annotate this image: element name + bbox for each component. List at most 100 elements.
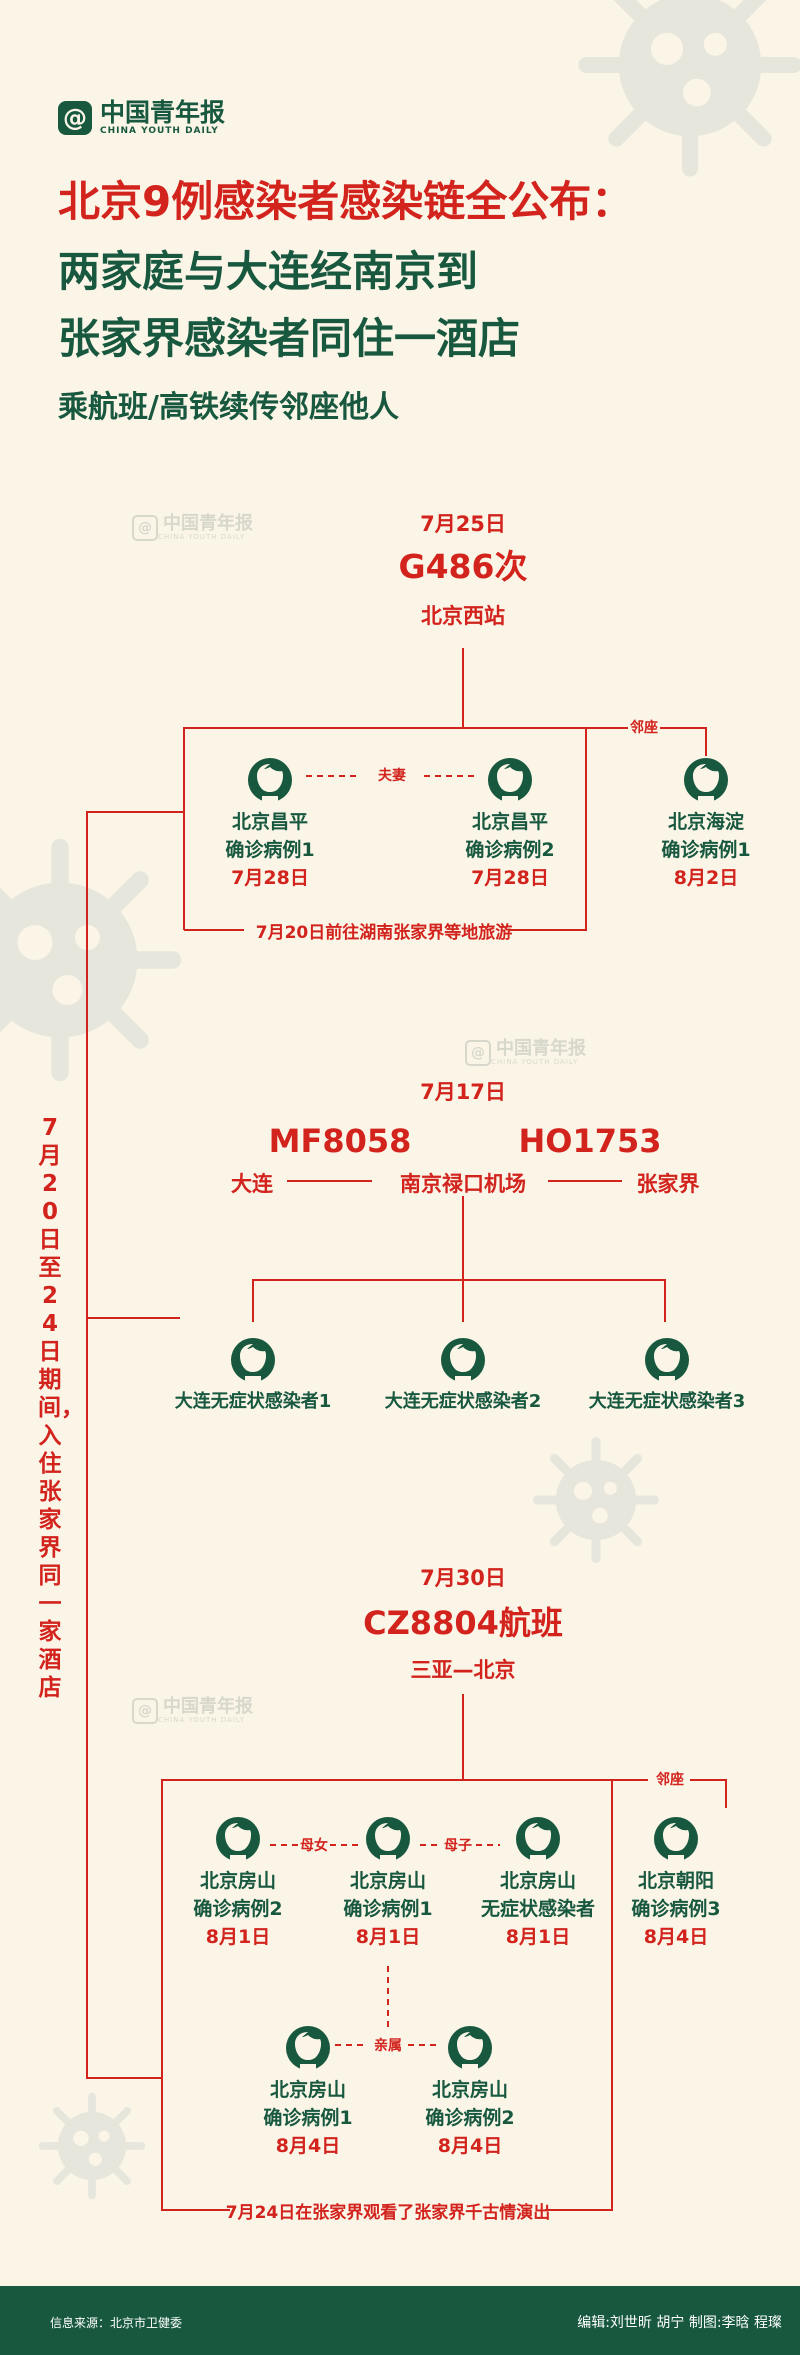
person-icon [645,1338,689,1388]
person-icon [654,1817,698,1867]
person-label-line2: 无症状感染者 [480,1898,595,1920]
person-icon [216,1817,260,1867]
person-label-line1: 北京昌平 [231,811,308,833]
watermark-en: CHINA YOUTH DAILY [158,533,246,541]
group3-date: 7月30日 [420,1566,506,1590]
group3-route: 三亚—北京 [410,1658,516,1682]
person-icon [286,2026,330,2076]
group2-hub: 南京禄口机场 [400,1172,526,1196]
person-label-line1: 北京房山 [499,1870,576,1892]
person-icon [488,758,532,808]
footer-source: 信息来源：北京市卫健委 [50,2316,183,2330]
group3-seat-label: 邻座 [656,1772,684,1788]
person-fangshan-relative-1: 北京房山 确诊病例1 8月4日 [222,2024,394,2160]
group3-trip: CZ8804航班 [363,1604,563,1642]
group2-flight2: HO1753 [518,1122,662,1160]
group3-mother-daughter: 母女 [300,1838,328,1854]
person-label-line2: 确诊病例2 [465,839,555,861]
group3-note: 7月24日在张家界观看了张家界千古情演出 [225,2203,551,2223]
person-label-line2: 确诊病例2 [193,1898,283,1920]
person-date: 8月1日 [505,1926,571,1948]
person-icon [684,758,728,808]
person-label-line1: 北京朝阳 [637,1870,714,1892]
person-date: 7月28日 [471,867,549,889]
group1-station: 北京西站 [421,604,505,628]
watermark-name: 中国青年报 [496,1038,586,1059]
group3-mother-son: 母子 [444,1838,472,1854]
person-changping-2: 北京昌平 确诊病例2 7月28日 [424,756,596,892]
person-icon [248,758,292,808]
person-dalian-1: 大连无症状感染者1 [160,1336,346,1416]
person-icon [441,1338,485,1388]
person-label-line1: 北京昌平 [471,811,548,833]
group1-date: 7月25日 [420,512,506,536]
title-line4: 乘航班/高铁续传邻座他人 [58,390,399,425]
person-fangshan-asymptomatic: 北京房山 无症状感染者 8月1日 [452,1815,624,1951]
person-dalian-3: 大连无症状感染者3 [574,1336,760,1416]
person-label-line2: 确诊病例3 [631,1898,721,1920]
watermark-name: 中国青年报 [163,513,253,534]
person-date: 8月1日 [355,1926,421,1948]
connector-lines [86,648,727,2211]
person-changping-1: 北京昌平 确诊病例1 7月28日 [184,756,356,892]
side-note-hotel: 7月20日至24日期间，入住张家界同一家酒店 [30,1108,84,1708]
person-icon [231,1338,275,1388]
person-date: 7月28日 [231,867,309,889]
person-haidian-1: 北京海淀 确诊病例1 8月2日 [620,756,792,892]
footer-credits: 编辑:刘世昕 胡宁 制图:李晗 程璨 [577,2315,782,2331]
person-date: 8月4日 [437,2135,503,2157]
person-date: 8月1日 [205,1926,271,1948]
person-label-line2: 确诊病例1 [263,2107,353,2129]
group2-flight1: MF8058 [268,1122,412,1160]
group1-seat-label: 邻座 [630,720,658,736]
person-date: 8月4日 [643,1926,709,1948]
person-label: 大连无症状感染者2 [384,1391,542,1412]
person-date: 8月2日 [673,867,739,889]
group1-note: 7月20日前往湖南张家界等地旅游 [255,923,513,943]
title-line3: 张家界感染者同住一酒店 [58,314,521,363]
brand-en: CHINA YOUTH DAILY [100,126,219,136]
watermark-icon: @ [465,1040,491,1066]
side-note-text: 7月20日至24日期间，入住张家界同一家酒店 [38,1115,84,1701]
person-label-line1: 北京海淀 [667,811,744,833]
person-icon [448,2026,492,2076]
watermark-en: CHINA YOUTH DAILY [491,1058,579,1066]
person-label: 大连无症状感染者3 [588,1391,746,1412]
group3-relatives: 亲属 [374,2038,402,2054]
person-label: 大连无症状感染者1 [174,1391,332,1412]
person-label-line1: 北京房山 [199,1870,276,1892]
person-icon [516,1817,560,1867]
group2-date: 7月17日 [420,1080,506,1104]
person-label-line2: 确诊病例1 [661,839,751,861]
person-label-line1: 北京房山 [431,2079,508,2101]
title-line2: 两家庭与大连经南京到 [58,247,479,296]
person-dalian-2: 大连无症状感染者2 [370,1336,556,1416]
person-label-line1: 北京房山 [349,1870,426,1892]
person-fangshan-relative-2: 北京房山 确诊病例2 8月4日 [384,2024,556,2160]
person-chaoyang-3: 北京朝阳 确诊病例3 8月4日 [590,1815,762,1951]
group2-origin: 大连 [231,1172,273,1196]
watermark-name: 中国青年报 [163,1696,253,1717]
person-fangshan-1: 北京房山 确诊病例1 8月1日 [302,1815,474,1951]
group1-couple-label: 夫妻 [378,768,406,784]
person-label-line1: 北京房山 [269,2079,346,2101]
brand-name: 中国青年报 [100,98,226,127]
person-label-line2: 确诊病例1 [343,1898,433,1920]
person-fangshan-2: 北京房山 确诊病例2 8月1日 [152,1815,324,1951]
footer: 信息来源：北京市卫健委 编辑:刘世昕 胡宁 制图:李晗 程璨 [0,2286,800,2355]
watermark-icon: @ [132,1698,158,1724]
person-date: 8月4日 [275,2135,341,2157]
title-line1: 北京9例感染者感染链全公布： [58,177,634,226]
group2-dest: 张家界 [636,1172,700,1196]
person-icon [366,1817,410,1867]
group1-trip: G486次 [398,547,528,586]
person-label-line2: 确诊病例1 [225,839,315,861]
watermark-icon: @ [132,515,158,541]
logo-icon: @ [58,101,92,135]
watermark-en: CHINA YOUTH DAILY [158,1716,246,1724]
brand-logo: @ 中国青年报 CHINA YOUTH DAILY [58,100,225,136]
person-label-line2: 确诊病例2 [425,2107,515,2129]
